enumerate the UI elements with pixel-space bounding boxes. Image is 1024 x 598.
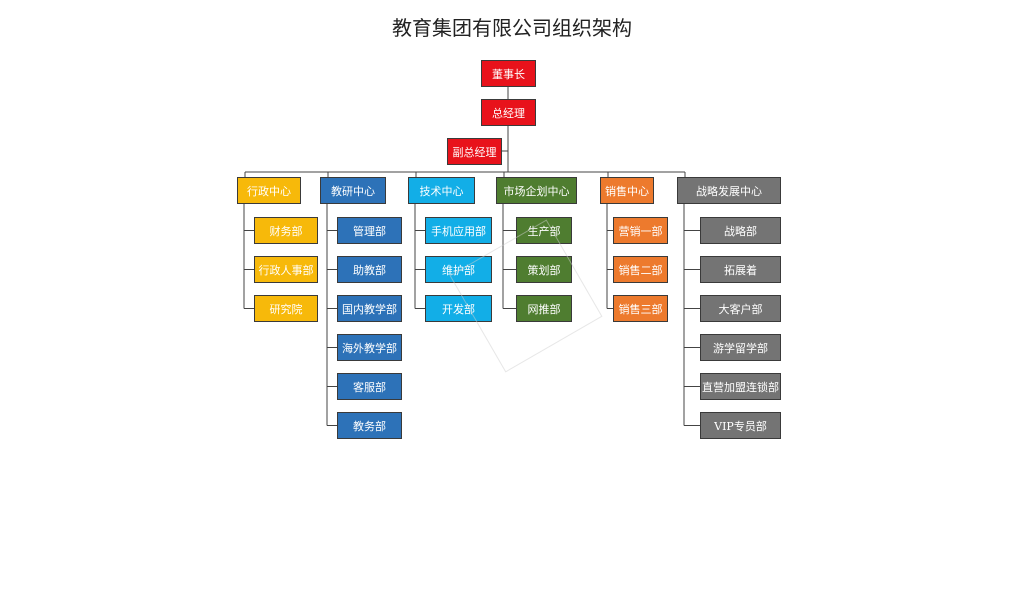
general-manager-box: 总经理 (481, 99, 536, 126)
dept-tech-2-box: 开发部 (425, 295, 492, 322)
dept-marketing-0-box: 生产部 (516, 217, 572, 244)
dept-admin-0-box: 财务部 (254, 217, 318, 244)
dept-strategy-5-box: VIP专员部 (700, 412, 781, 439)
dept-strategy-4-box: 直营加盟连锁部 (700, 373, 781, 400)
dept-marketing-2-box: 网推部 (516, 295, 572, 322)
dept-research-4-box: 客服部 (337, 373, 402, 400)
dept-sales-2-box: 销售三部 (613, 295, 668, 322)
dept-strategy-1-box: 拓展着 (700, 256, 781, 283)
center-sales-box: 销售中心 (600, 177, 654, 204)
center-marketing-box: 市场企划中心 (496, 177, 577, 204)
chairman-box: 董事长 (481, 60, 536, 87)
dept-sales-0-box: 营销一部 (613, 217, 668, 244)
dept-marketing-1-box: 策划部 (516, 256, 572, 283)
dept-research-5-box: 教务部 (337, 412, 402, 439)
center-strategy-box: 战略发展中心 (677, 177, 781, 204)
dept-strategy-0-box: 战略部 (700, 217, 781, 244)
chart-title: 教育集团有限公司组织架构 (392, 16, 632, 40)
dept-tech-1-box: 维护部 (425, 256, 492, 283)
dept-research-1-box: 助教部 (337, 256, 402, 283)
center-research-box: 教研中心 (320, 177, 386, 204)
dept-strategy-2-box: 大客户部 (700, 295, 781, 322)
dept-tech-0-box: 手机应用部 (425, 217, 492, 244)
deputy-general-manager-box: 副总经理 (447, 138, 502, 165)
center-tech-box: 技术中心 (408, 177, 475, 204)
dept-strategy-3-box: 游学留学部 (700, 334, 781, 361)
dept-admin-1-box: 行政人事部 (254, 256, 318, 283)
center-admin-box: 行政中心 (237, 177, 301, 204)
dept-research-3-box: 海外教学部 (337, 334, 402, 361)
dept-admin-2-box: 研究院 (254, 295, 318, 322)
dept-research-2-box: 国内教学部 (337, 295, 402, 322)
dept-sales-1-box: 销售二部 (613, 256, 668, 283)
dept-research-0-box: 管理部 (337, 217, 402, 244)
